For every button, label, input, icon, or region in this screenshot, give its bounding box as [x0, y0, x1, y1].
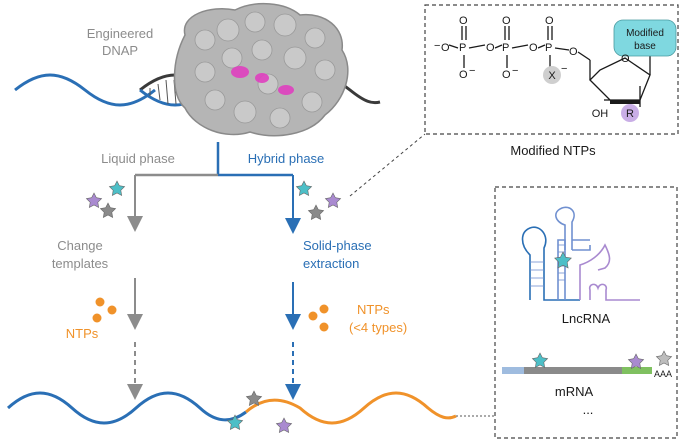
phosphorus-2: P [502, 42, 509, 54]
modified-base-box [613, 19, 677, 57]
change-templates-line1: Change [57, 238, 103, 253]
modified-ntps-label: Modified NTPs [510, 143, 596, 158]
ellipsis-label: ... [583, 402, 594, 417]
ntps-right-line2: (<4 types) [349, 320, 407, 335]
mrna-label: mRNA [555, 384, 594, 399]
bridge-oxygen-2: O [529, 42, 538, 54]
wedge-bond [610, 100, 640, 104]
change-templates-line2: templates [52, 256, 109, 271]
lncrna-structure [521, 206, 640, 301]
phosphorus-3: P [545, 42, 552, 54]
ntp-dots-left [92, 297, 117, 323]
charge-1: − [434, 40, 440, 52]
x-atom-label: X [548, 70, 556, 82]
oxygen-top-1: O [459, 15, 468, 27]
enzyme-label-line1: Engineered [87, 26, 154, 41]
poly-a-label: AAA [654, 369, 672, 379]
ring-oxygen: O [621, 53, 630, 65]
mrna-bar [502, 367, 652, 374]
liquid-phase-label: Liquid phase [101, 151, 175, 166]
lncrna-label: LncRNA [562, 311, 611, 326]
r-group-circle [621, 104, 639, 122]
bridge-oxygen-3: O [569, 46, 578, 58]
base-box-line2: base [634, 41, 656, 52]
oxygen-bottom-1: O [459, 69, 468, 81]
split-lines [135, 142, 293, 177]
oh-label: OH [592, 108, 609, 120]
rna-products-box [494, 186, 678, 439]
r-group-label: R [626, 108, 634, 120]
phosphorus-1: P [459, 42, 466, 54]
base-box-line1: Modified [626, 28, 664, 39]
rna-product [6, 391, 457, 425]
modified-ntp-stars-right [295, 180, 342, 221]
mrna-stars [531, 350, 673, 370]
ntp-chemical-structure [448, 19, 677, 122]
solid-phase-line2: extraction [303, 256, 359, 271]
modified-ntp-stars-left [85, 180, 126, 219]
oxygen-top-3: O [545, 15, 554, 27]
solid-phase-line1: Solid-phase [303, 238, 372, 253]
oxygen-left: O [441, 42, 450, 54]
oxygen-bottom-2: O [502, 69, 511, 81]
modified-ntps-connector [349, 133, 426, 197]
incorporated-stars [226, 390, 293, 434]
ntps-right-line1: NTPs [357, 302, 390, 317]
bridge-oxygen-1: O [486, 42, 495, 54]
enzyme-label-line2: DNAP [102, 43, 138, 58]
charge-4: − [561, 63, 567, 75]
lncrna-star [554, 251, 572, 269]
ntps-left-label: NTPs [66, 326, 99, 341]
modified-ntps-box [424, 4, 679, 135]
oxygen-top-2: O [502, 15, 511, 27]
ntp-dots-right [308, 304, 329, 332]
x-atom-circle [543, 66, 561, 84]
charge-3: − [512, 65, 518, 77]
charge-2: − [469, 65, 475, 77]
engineered-dnap-protein [173, 2, 349, 137]
hybrid-phase-label: Hybrid phase [248, 151, 325, 166]
